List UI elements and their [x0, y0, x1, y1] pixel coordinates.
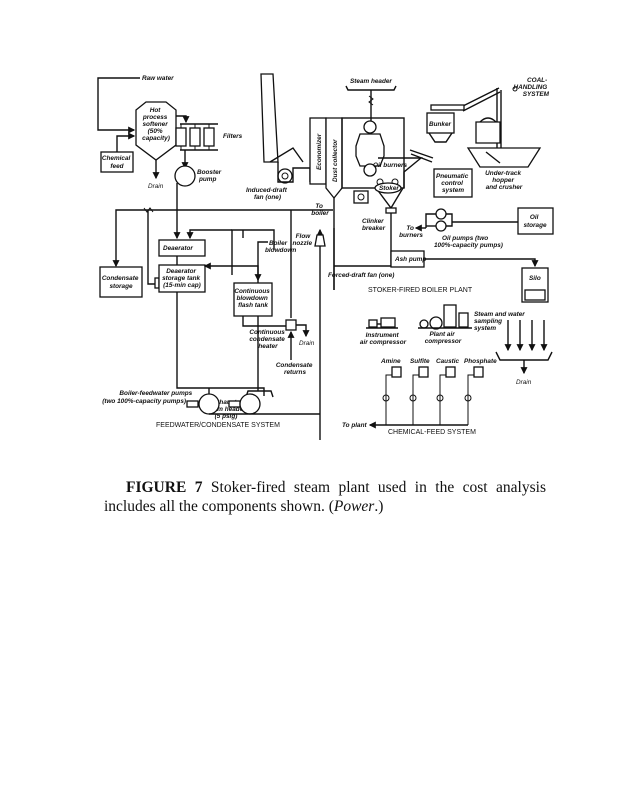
chemical-feed-system-title: CHEMICAL-FEED SYSTEM: [388, 429, 476, 436]
oil-storage-label: Oil storage: [523, 214, 547, 229]
to-plant-label: To plant: [342, 422, 367, 429]
sulfite-label: Sulfite: [410, 358, 430, 365]
boiler-feedwater-pumps-label: Boiler-feedwater pumps (two 100%-capacit…: [102, 390, 194, 405]
boiler-feedwater-pumps: [186, 393, 261, 415]
economizer-label: Economizer: [316, 133, 323, 170]
steam-header-label: Steam header: [350, 78, 392, 85]
dust-collector-label: Dust collector: [332, 139, 339, 182]
chemical-feed-label: Chemical feed: [102, 155, 132, 170]
to-boiler-label: To boiler: [311, 203, 329, 217]
blowdown-line: [254, 241, 268, 282]
clinker-breaker: [385, 207, 397, 214]
silo-label: Silo: [529, 275, 541, 282]
drain-label-heater: Drain: [299, 340, 315, 347]
instrument-air-compressor-label: Instrument air compressor: [360, 332, 407, 346]
deaerator-storage-tank-label: Deaerator storage tank (15-min cap): [162, 268, 202, 289]
plant-air-compressor-label: Plant air compressor: [425, 331, 462, 345]
heater-to-drain-line: [296, 324, 310, 338]
amine-label: Amine: [380, 358, 401, 365]
bunker: [426, 112, 455, 143]
condensate-return-main-line: [112, 209, 333, 268]
ash-pump-label: Ash pump: [394, 256, 426, 263]
filters: [175, 123, 218, 151]
boiler-blowdown-label: Boiler blowdown: [265, 240, 296, 254]
tank-to-feedwater-pumps-line: [176, 292, 265, 396]
flash-tank-to-deaerator-line: [231, 229, 275, 275]
softener-label: Hot process softener (50% capacity): [142, 107, 170, 142]
caption-text: Stoker-fired steam plant used in the cos…: [104, 478, 546, 515]
feedwater-condensate-system-title: FEEDWATER/CONDENSATE SYSTEM: [156, 422, 280, 429]
stoker-fired-steam-plant-diagram: Raw water Hot process softener (50% capa…: [88, 70, 568, 445]
stack: [260, 73, 311, 184]
continuous-condensate-heater-label: Continuous condensate heater: [249, 329, 286, 350]
silo: [521, 267, 549, 303]
pneumatic-control-label: Pneumatic control system: [436, 173, 470, 194]
sampling-lines: [495, 320, 553, 361]
condensate-storage-box: [99, 266, 143, 298]
stoker-fired-boiler-plant-title: STOKER-FIRED BOILER PLANT: [368, 287, 473, 294]
exhaust-steam-header-label: Exhaust- steam header (5 psig): [205, 399, 248, 420]
plant-air-compressor: [418, 304, 472, 330]
chemical-tank-phosphate: [464, 366, 484, 425]
figure-label: FIGURE 7: [126, 478, 203, 496]
boiler: [341, 117, 405, 189]
deaerator-label: Deaerator: [163, 245, 193, 252]
forced-draft-fan-rotor-icon: [357, 193, 365, 201]
steam-water-sampling-label: Steam and water sampling system: [474, 311, 527, 332]
flash-steam-to-deaerator-line: [186, 229, 232, 240]
induced-draft-fan-label: Induced-draft fan (one): [246, 187, 289, 201]
caption-source: Power: [333, 497, 375, 515]
chemical-tank-sulfite: [409, 366, 429, 425]
coal-chute: [378, 157, 423, 188]
forced-draft-fan-label: Forced-draft fan (one): [328, 272, 394, 279]
storage-tank-equalizer-line: [147, 210, 155, 285]
coal-conveyor: [430, 86, 542, 168]
continuous-blowdown-flash-tank-box: [233, 282, 273, 317]
flow-nozzle-label: Flow nozzle: [292, 233, 312, 247]
under-track-hopper-label: Under-track hopper and crusher: [485, 170, 523, 191]
deaerator-box: [158, 239, 206, 257]
booster-pump-label: Booster pump: [197, 169, 223, 183]
continuous-condensate-heater: [285, 319, 297, 331]
oil-burners-label: Oil burners: [373, 162, 408, 169]
oil-pumps-label: Oil pumps (two 100%-capacity pumps): [434, 235, 503, 249]
caption-text-end: .): [374, 497, 384, 515]
flow-nozzle: [314, 234, 326, 247]
instrument-air-compressor: [366, 317, 398, 329]
ash-to-silo-line: [424, 258, 539, 268]
to-burners-label: To burners: [399, 225, 423, 239]
stoker-label: Stoker: [379, 185, 399, 192]
raw-water-line: [97, 77, 140, 134]
caustic-label: Caustic: [436, 358, 460, 365]
oil-pumps: [425, 208, 453, 232]
flash-tank-label: Continuous blowdown flash tank: [234, 288, 271, 309]
softener-to-filters-line: [176, 115, 190, 124]
flash-tank-to-heater-line: [242, 316, 286, 327]
phosphate-label: Phosphate: [464, 358, 497, 365]
dust-collector: [325, 117, 343, 200]
chemical-tank-amine: [382, 366, 402, 425]
stoker: [374, 182, 402, 194]
raw-water-label: Raw water: [142, 75, 174, 82]
booster-pump: [174, 165, 196, 187]
bunker-feeder: [409, 149, 434, 163]
condensate-returns-label: Condensate returns: [276, 362, 314, 376]
oil-storage-box: [517, 207, 554, 235]
clinker-breaker-label: Clinker breaker: [362, 218, 386, 232]
bunker-label: Bunker: [429, 121, 452, 128]
chemical-feed-line: [116, 132, 136, 152]
steam-valve-icon: [368, 95, 374, 106]
forced-draft-fan: [353, 190, 369, 204]
drain-label-sampling: Drain: [516, 379, 532, 386]
coal-handling-label: COAL- HANDLING SYSTEM: [513, 77, 549, 98]
filters-label: Filters: [223, 133, 243, 140]
condensate-storage-label: Condensate storage: [102, 275, 140, 290]
figure-caption: FIGURE 7 Stoker-fired steam plant used i…: [104, 478, 546, 516]
deaerator-storage-tank-box: [158, 264, 206, 293]
drain-label-softener: Drain: [148, 183, 164, 190]
pneumatic-control-box: [433, 168, 473, 198]
steam-header: [345, 85, 397, 91]
chemical-tank-caustic: [436, 366, 456, 425]
